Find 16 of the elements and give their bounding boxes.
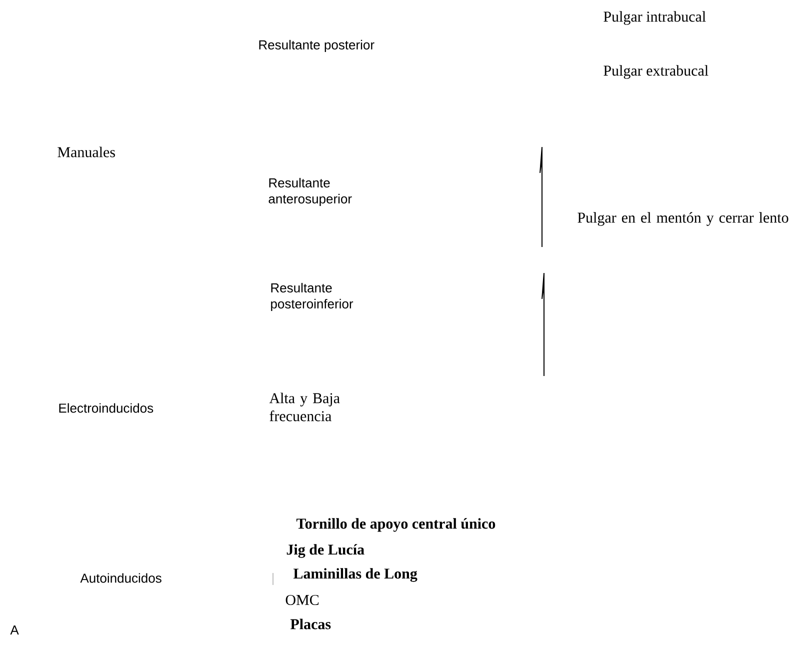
label-text: Pulgar intrabucal	[604, 11, 706, 25]
label-text: OMC	[286, 594, 319, 606]
label-text: Jig de Lucía	[286, 544, 364, 558]
label-text: Resultante posterior	[259, 40, 374, 52]
label-text: Resultante posteroinferior	[271, 282, 354, 312]
label-text: Pulgar extrabucal	[604, 65, 708, 79]
label-text: Electroinducidos	[59, 403, 154, 413]
label-text: A	[10, 626, 19, 634]
label-text: Pulgar en el mentón y cerrar lento	[578, 212, 788, 226]
label-text: Tornillo de apoyo central único	[296, 518, 496, 532]
label-text: Resultante anterosuperior	[268, 178, 352, 206]
label-text: Alta y Baja frecuencia	[269, 392, 340, 422]
label-text: Laminillas de Long	[293, 568, 418, 582]
label-text: Autoinducidos	[80, 573, 162, 583]
label-text: Manuales	[58, 146, 115, 158]
label-text: Placas	[290, 618, 331, 630]
